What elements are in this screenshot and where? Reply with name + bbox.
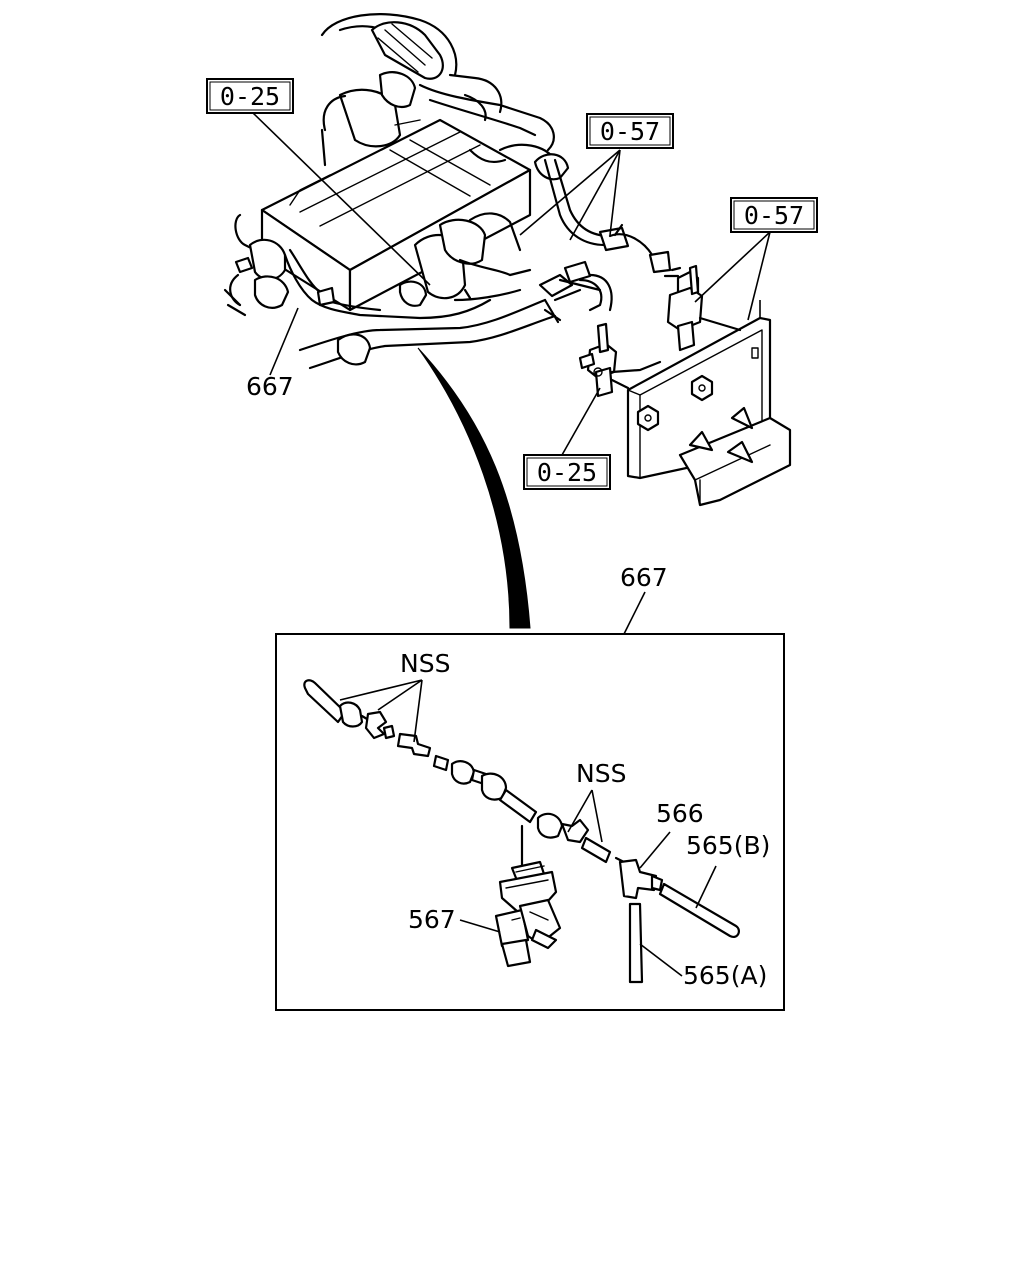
ref-label: 0-25 xyxy=(537,458,597,487)
ref-label: 0-57 xyxy=(744,201,804,230)
part-label-nss-left: NSS xyxy=(400,649,450,678)
ref-box-0-57-right: 0-57 xyxy=(730,197,818,233)
part-label-nss-right: NSS xyxy=(576,759,626,788)
part-label-565b: 565(B) xyxy=(686,831,770,860)
part-label-567: 567 xyxy=(408,905,456,934)
part-label-565a: 565(A) xyxy=(683,961,767,990)
part-label-667-detail: 667 xyxy=(620,563,668,592)
vsv-bracket-assembly xyxy=(578,264,792,507)
engine-assembly xyxy=(223,13,672,370)
ref-box-0-57-top: 0-57 xyxy=(586,113,674,149)
detail-frame xyxy=(275,633,785,1011)
hose-detail xyxy=(303,679,740,984)
ref-box-0-25-top: 0-25 xyxy=(206,78,294,114)
ref-label: 0-57 xyxy=(600,117,660,146)
ref-box-0-25-bottom: 0-25 xyxy=(523,454,611,490)
callout-leaders xyxy=(251,111,771,456)
ref-label: 0-25 xyxy=(220,82,280,111)
detail-pointer-arrow xyxy=(417,347,531,629)
part-label-667-engine: 667 xyxy=(246,372,294,401)
part-label-566: 566 xyxy=(656,799,704,828)
